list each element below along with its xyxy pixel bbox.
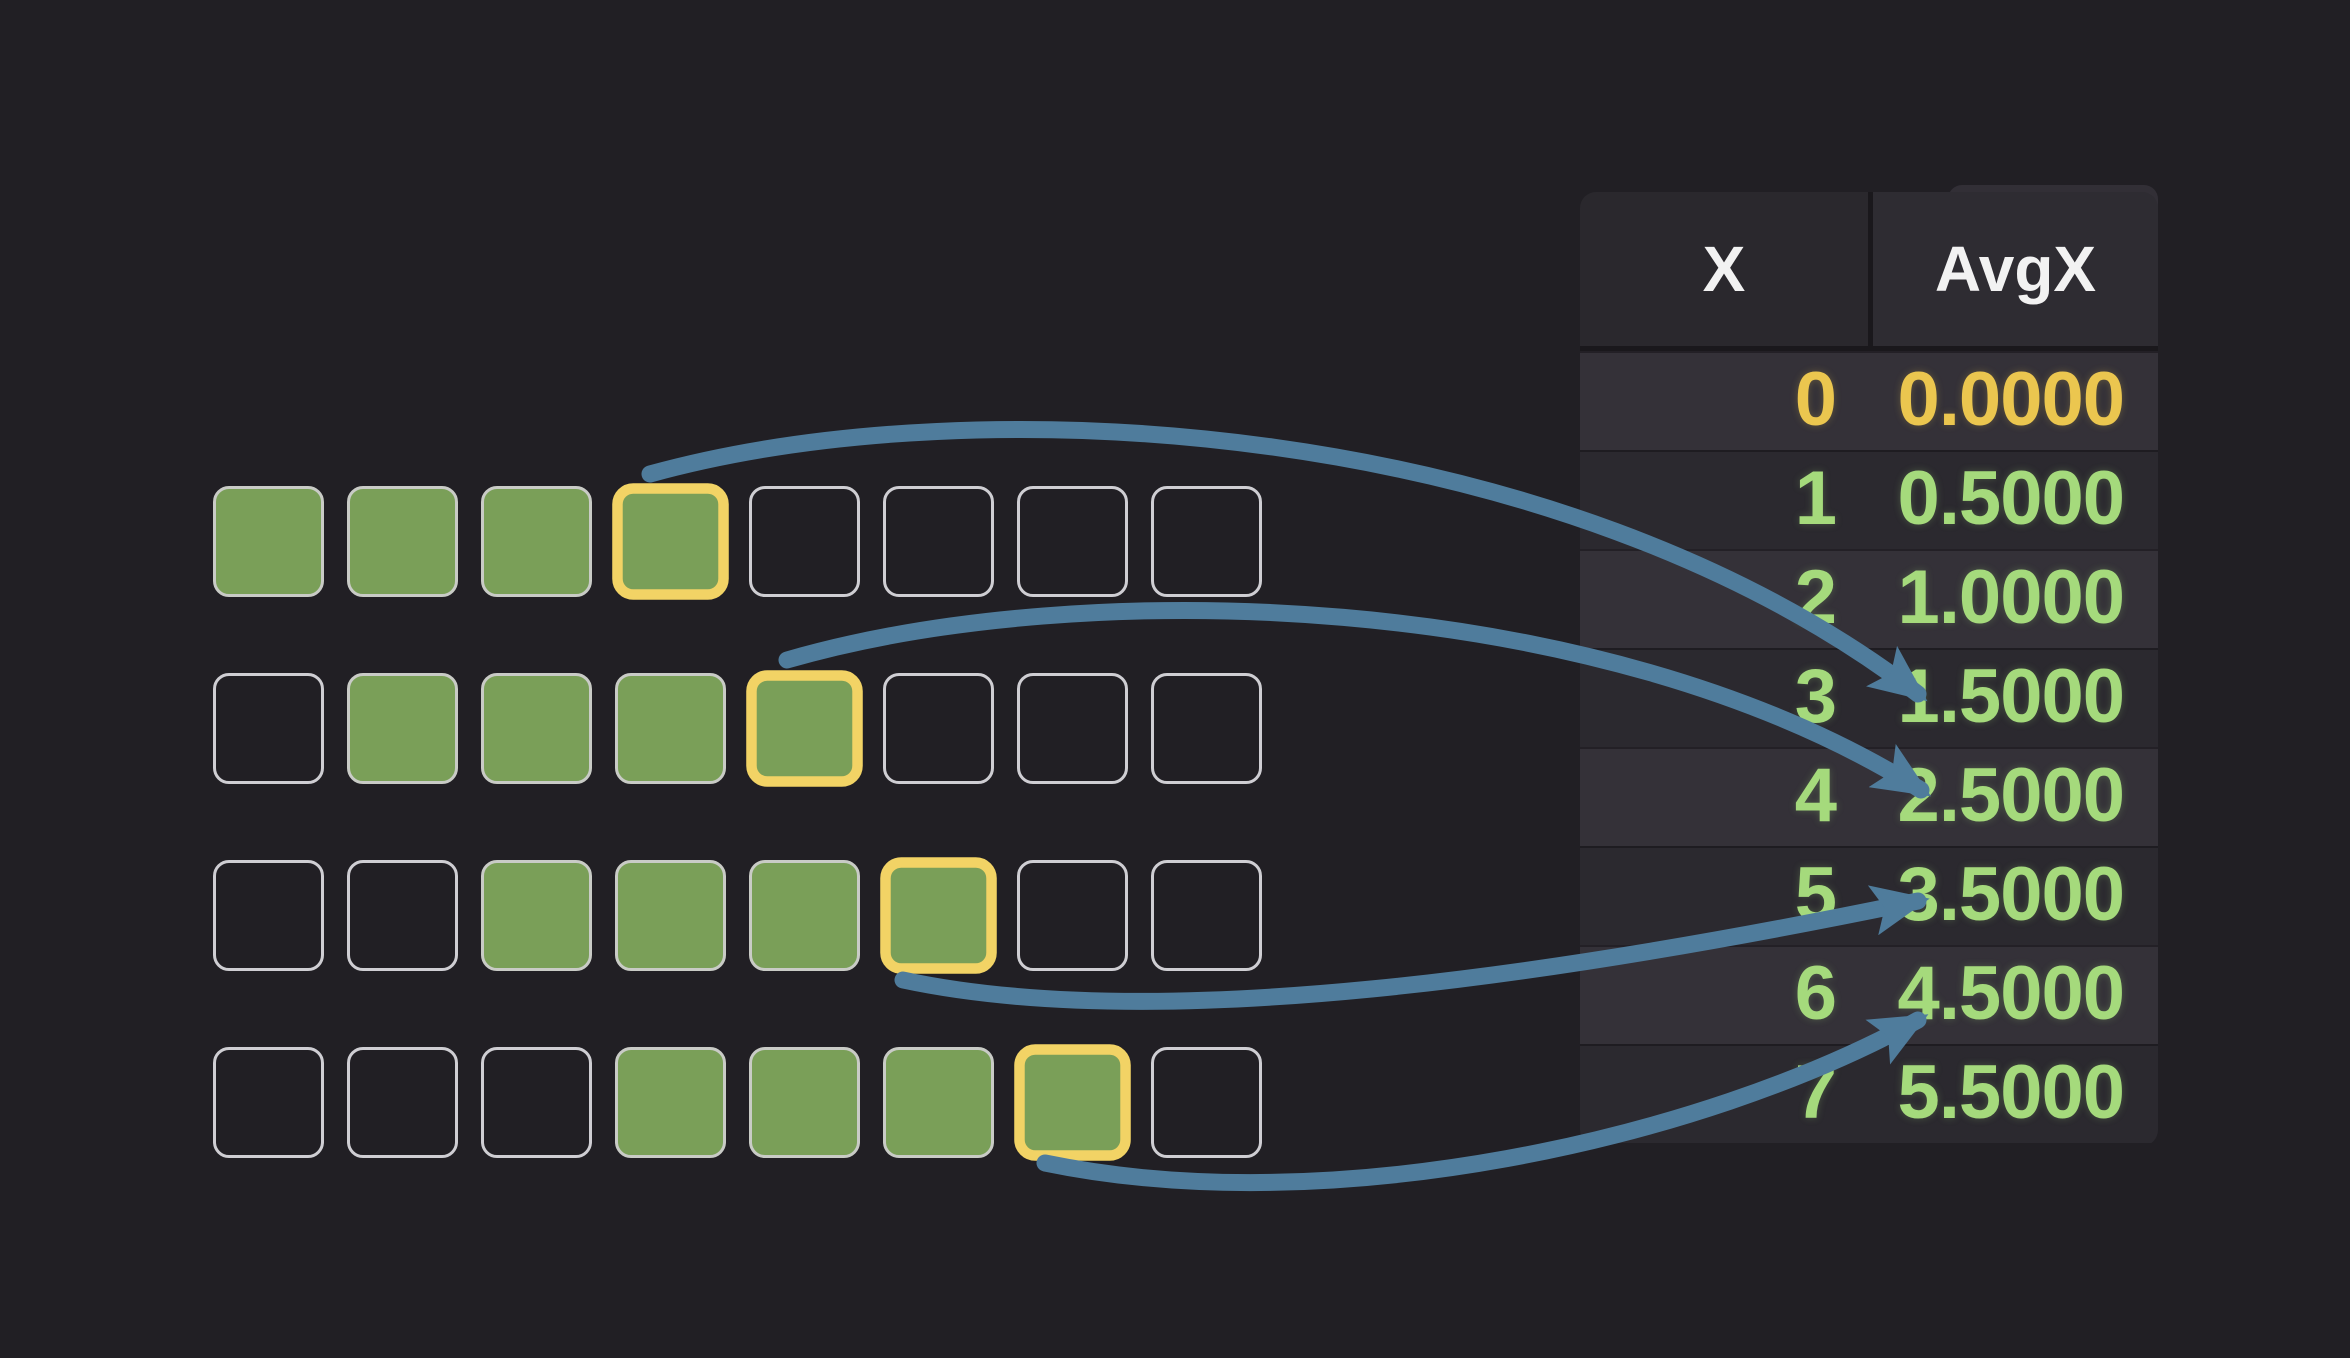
x-value: 3 xyxy=(1794,654,1837,739)
grid-cell xyxy=(347,860,458,971)
x-value: 5 xyxy=(1794,852,1837,937)
column-header-avgx: AvgX xyxy=(1873,192,2158,346)
avgx-value: 1.0000 xyxy=(1897,555,2125,640)
grid-cell xyxy=(1151,860,1262,971)
table-row: 1 0.5000 xyxy=(1580,450,2158,549)
x-value: 7 xyxy=(1794,1050,1837,1135)
grid-cell-highlighted xyxy=(880,857,997,974)
grid-cell xyxy=(883,1047,994,1158)
table-row: 0 0.0000 xyxy=(1580,351,2158,450)
column-header-x-label: X xyxy=(1702,233,1746,305)
grid-cell xyxy=(749,1047,860,1158)
avgx-value: 1.5000 xyxy=(1897,654,2125,739)
x-value: 1 xyxy=(1794,456,1837,541)
grid-cell xyxy=(347,1047,458,1158)
avgx-value: 0.0000 xyxy=(1897,357,2125,442)
x-value: 2 xyxy=(1794,555,1837,640)
avgx-value: 0.5000 xyxy=(1897,456,2125,541)
grid-cell xyxy=(1151,673,1262,784)
grid-cell xyxy=(481,1047,592,1158)
table-row: 6 4.5000 xyxy=(1580,945,2158,1044)
grid-cell xyxy=(749,860,860,971)
avgx-value: 3.5000 xyxy=(1897,852,2125,937)
value-square-grid xyxy=(213,483,1262,1161)
grid-cell xyxy=(347,673,458,784)
grid-cell xyxy=(1151,1047,1262,1158)
table-row: 5 3.5000 xyxy=(1580,846,2158,945)
grid-cell xyxy=(615,860,726,971)
avgx-table: X AvgX 0 0.0000 1 0.5000 2 1.0000 3 1.5000 4 2.50… xyxy=(1580,185,2158,1146)
avgx-table-card: X AvgX 0 0.0000 1 0.5000 2 1.0000 3 1.5000 4 2.50… xyxy=(1580,192,2158,1146)
grid-cell xyxy=(883,673,994,784)
column-header-x: X xyxy=(1580,192,1868,346)
grid-cell-highlighted xyxy=(612,483,729,600)
grid-cell xyxy=(213,673,324,784)
grid-cell xyxy=(615,1047,726,1158)
grid-cell xyxy=(883,486,994,597)
x-value: 6 xyxy=(1794,951,1837,1036)
grid-cell xyxy=(347,486,458,597)
x-value: 0 xyxy=(1794,357,1837,442)
avgx-value: 5.5000 xyxy=(1897,1050,2125,1135)
x-value: 4 xyxy=(1794,753,1837,838)
table-row: 2 1.0000 xyxy=(1580,549,2158,648)
table-row: 4 2.5000 xyxy=(1580,747,2158,846)
table-row: 7 5.5000 xyxy=(1580,1044,2158,1143)
grid-cell xyxy=(1017,860,1128,971)
column-header-avgx-label: AvgX xyxy=(1934,233,2097,305)
grid-cell xyxy=(213,1047,324,1158)
grid-cell xyxy=(481,860,592,971)
avgx-value: 2.5000 xyxy=(1897,753,2125,838)
grid-cell xyxy=(749,486,860,597)
grid-cell xyxy=(1017,673,1128,784)
grid-cell xyxy=(481,673,592,784)
grid-cell-highlighted xyxy=(1014,1044,1131,1161)
grid-cell xyxy=(1017,486,1128,597)
grid-cell xyxy=(615,673,726,784)
header-column-divider xyxy=(1868,192,1873,346)
table-row: 3 1.5000 xyxy=(1580,648,2158,747)
grid-cell xyxy=(213,860,324,971)
grid-cell xyxy=(1151,486,1262,597)
avgx-value: 4.5000 xyxy=(1897,951,2125,1036)
grid-cell xyxy=(481,486,592,597)
table-header-row: X AvgX xyxy=(1580,192,2158,351)
grid-cell xyxy=(213,486,324,597)
table-body: 0 0.0000 1 0.5000 2 1.0000 3 1.5000 4 2.5000 5 3.50… xyxy=(1580,351,2158,1143)
grid-cell-highlighted xyxy=(746,670,863,787)
